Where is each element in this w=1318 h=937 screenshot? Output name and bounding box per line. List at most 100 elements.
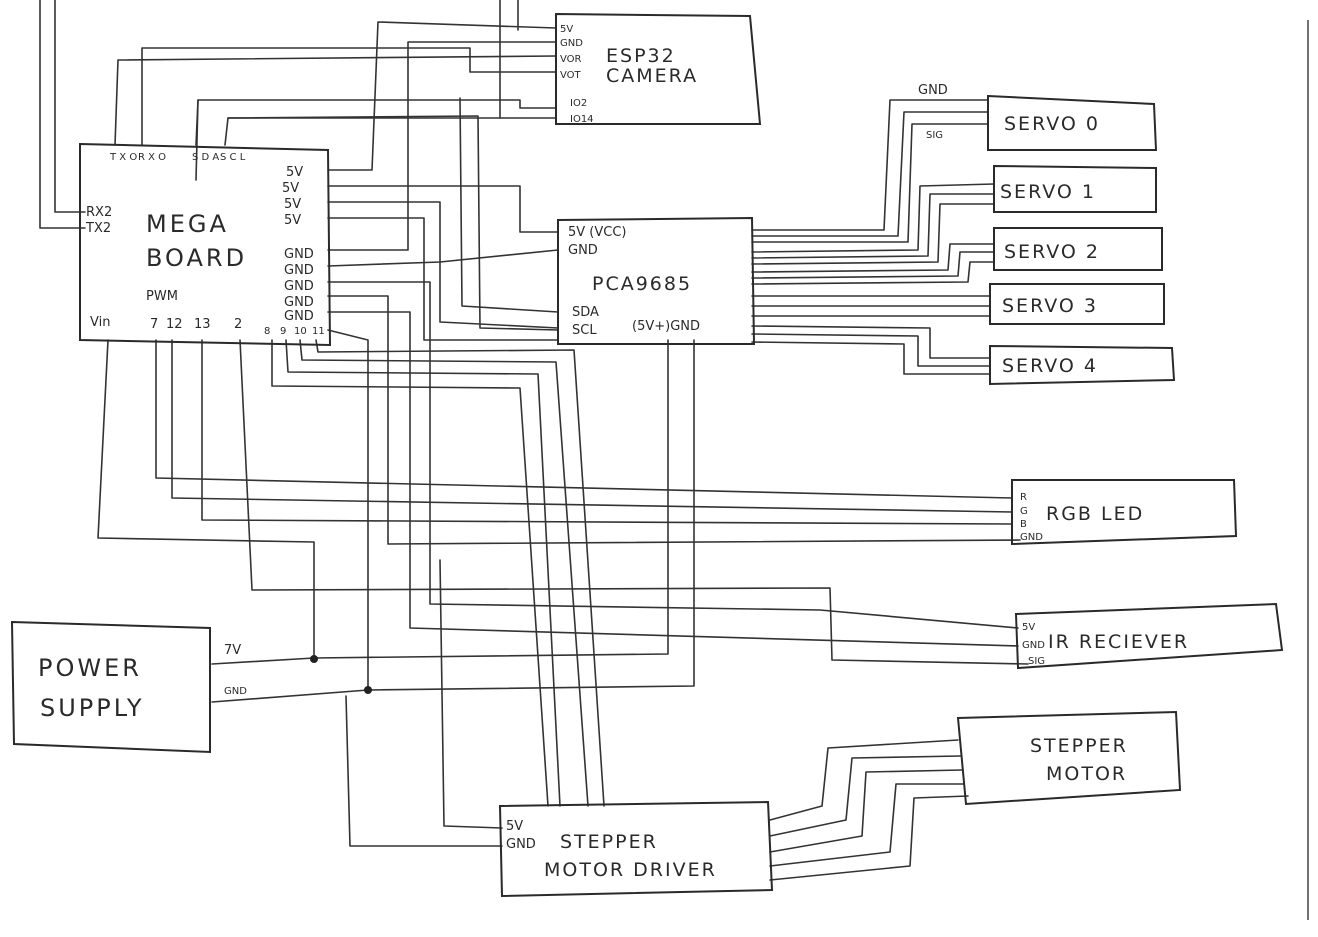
pca9685: PCA9685 5V (VCC) GND SDA SCL (5V+)GND bbox=[557, 216, 756, 345]
driver-pin-5v: 5V bbox=[506, 819, 523, 834]
esp32-title-2: CAMERA bbox=[606, 65, 698, 87]
servo-4-label: SERVO 4 bbox=[1002, 355, 1098, 377]
driver-pin-gnd: GND bbox=[506, 837, 536, 852]
power-supply: POWER SUPPLY 7V GND bbox=[10, 620, 247, 754]
wire-ir-5v bbox=[327, 281, 1019, 629]
mega-pin-sda: S D A bbox=[192, 152, 219, 163]
motor-title-1: STEPPER bbox=[1030, 735, 1128, 757]
servo-0-box bbox=[987, 94, 1158, 151]
wire-7v-rail bbox=[211, 339, 669, 665]
wire-pca-scl bbox=[227, 115, 559, 331]
wire-pca-5v bbox=[327, 185, 559, 233]
wire-servo2-a bbox=[751, 243, 995, 273]
mega-pin-8: 8 bbox=[264, 326, 270, 337]
wire-servo1-c bbox=[751, 203, 995, 265]
rgb-pin-g: G bbox=[1020, 506, 1028, 517]
wire-servo0-b bbox=[751, 111, 989, 237]
wire-driver-gnd bbox=[345, 695, 503, 847]
wire-driver-5v bbox=[439, 559, 503, 829]
wire-driver-in2 bbox=[285, 339, 561, 807]
wire-servo4-c bbox=[751, 341, 991, 375]
rgb-pin-gnd: GND bbox=[1020, 532, 1043, 543]
mega-pin-12: 12 bbox=[166, 317, 183, 332]
wire-rgb-b bbox=[201, 339, 1013, 525]
esp32-pin-io2: IO2 bbox=[570, 98, 587, 109]
wire-rgb-gnd bbox=[327, 295, 1021, 545]
mega-pin-11: 11 bbox=[312, 326, 325, 337]
wire-servo4-b bbox=[751, 333, 991, 367]
wire-tx2-external bbox=[39, 0, 86, 229]
mega-pin-tx2: TX2 bbox=[85, 221, 111, 236]
mega-pin-5v-1: 5V bbox=[286, 165, 303, 180]
mega-pin-5v-3: 5V bbox=[284, 197, 301, 212]
wire-ir-gnd bbox=[327, 311, 1019, 647]
wire-motor-a bbox=[769, 739, 959, 821]
esp32-pin-5v: 5V bbox=[560, 24, 573, 35]
wire-vin bbox=[97, 339, 315, 661]
rgb-title: RGB LED bbox=[1046, 503, 1144, 525]
mega-title-1: MEGA bbox=[146, 210, 229, 238]
stepper-motor-driver: STEPPER MOTOR DRIVER 5V GND bbox=[498, 800, 774, 898]
esp32-pin-vor: VOR bbox=[560, 54, 582, 65]
servo-1-label: SERVO 1 bbox=[1000, 181, 1096, 203]
wire-rx2-external bbox=[54, 0, 86, 213]
wire-ir-sig bbox=[239, 339, 1029, 665]
wire-gnd-to-mega bbox=[327, 329, 369, 691]
mega-pin-5v-4: 5V bbox=[284, 213, 301, 228]
pca-pin-gnd: GND bbox=[568, 243, 598, 258]
mega-pin-gnd-1: GND bbox=[284, 247, 314, 262]
power-gnd-label: GND bbox=[224, 686, 247, 697]
pca-pin-scl: SCL bbox=[572, 323, 597, 338]
wires bbox=[39, 0, 1029, 881]
wire-esp-io14 bbox=[224, 117, 557, 146]
servo-3-label: SERVO 3 bbox=[1002, 295, 1098, 317]
power-title-2: SUPPLY bbox=[40, 694, 145, 722]
wire-motor-d bbox=[769, 783, 965, 867]
servo-0-label: SERVO 0 bbox=[1004, 113, 1100, 135]
pca-title: PCA9685 bbox=[592, 273, 692, 295]
servo-2-box bbox=[993, 227, 1163, 271]
ir-receiver: IR RECIEVER 5V GND SIG bbox=[1014, 602, 1284, 670]
wire-esp-io2 bbox=[195, 99, 557, 146]
mega-pin-gnd-3: GND bbox=[284, 279, 314, 294]
ir-pin-5v: 5V bbox=[1022, 622, 1035, 633]
driver-title-2: MOTOR DRIVER bbox=[544, 859, 717, 881]
pca-pin-sda: SDA bbox=[572, 305, 599, 320]
servo-2-label: SERVO 2 bbox=[1004, 241, 1100, 263]
wire-driver-in4 bbox=[315, 339, 605, 807]
wire-servo0-c bbox=[751, 123, 989, 243]
mega-pin-2: 2 bbox=[234, 317, 242, 332]
pca-pin-5v: 5V (VCC) bbox=[568, 225, 627, 240]
wire-servo4-a bbox=[751, 325, 991, 359]
esp32-title-1: ESP32 bbox=[606, 45, 676, 67]
mega-pin-9: 9 bbox=[280, 326, 286, 337]
wire-esp-5v bbox=[327, 21, 557, 171]
esp32-pin-vot: VOT bbox=[560, 70, 582, 81]
rgb-led: RGB LED R G B GND bbox=[1011, 479, 1238, 546]
mega-pin-gnd-5: GND bbox=[284, 309, 314, 324]
mega-pwm-label: PWM bbox=[146, 289, 178, 304]
mega-pin-gnd-2: GND bbox=[284, 263, 314, 278]
wire-servo2-b bbox=[751, 251, 995, 279]
power-7v-label: 7V bbox=[224, 643, 241, 658]
servo-1-box bbox=[993, 164, 1157, 213]
servo-gnd-label: GND bbox=[918, 83, 948, 98]
ir-pin-gnd: GND bbox=[1022, 640, 1045, 651]
wire-rgb-g bbox=[171, 339, 1013, 513]
ir-pin-sig: SIG bbox=[1028, 656, 1045, 667]
wire-motor-e bbox=[769, 795, 969, 881]
wire-pca-gnd bbox=[327, 249, 559, 267]
wire-pca-5v-c bbox=[327, 217, 559, 341]
mega-pin-gnd-4: GND bbox=[284, 295, 314, 310]
driver-title-1: STEPPER bbox=[560, 831, 658, 853]
wire-pca-sda bbox=[195, 97, 559, 313]
servo-4-box bbox=[989, 344, 1176, 386]
rgb-pin-r: R bbox=[1020, 492, 1027, 503]
servo-3-box bbox=[989, 283, 1165, 325]
mega-title-2: BOARD bbox=[146, 244, 247, 272]
mega-board: MEGA BOARD RX2 TX2 PWM Vin T X O R X O S… bbox=[79, 142, 332, 347]
mega-pin-rx2: RX2 bbox=[86, 205, 112, 220]
mega-pin-rx0: R X O bbox=[138, 152, 166, 163]
wire-rgb-r bbox=[155, 339, 1013, 499]
